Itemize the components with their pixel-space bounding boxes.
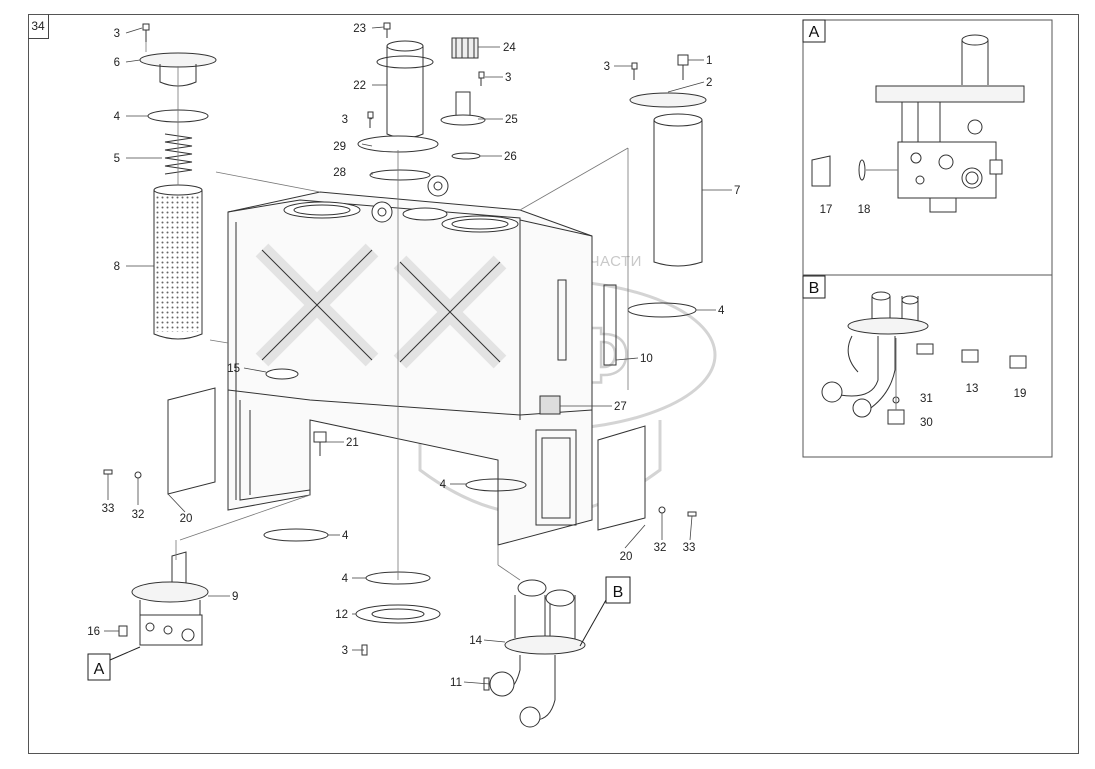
- label-27: 27: [614, 401, 627, 413]
- label-26: 26: [504, 151, 517, 163]
- suction-pipe-assembly: [483, 579, 586, 728]
- breather-cylinder: [627, 54, 707, 318]
- valve-block-assembly: [118, 551, 209, 646]
- label-4-bottom: 4: [342, 573, 349, 585]
- view-a-inset: A: [802, 19, 1053, 276]
- label-24: 24: [503, 42, 516, 54]
- label-15: 15: [227, 363, 240, 375]
- label-11: 11: [450, 677, 462, 689]
- filter-assembly: [139, 23, 217, 340]
- filler-neck-assembly: [357, 22, 486, 181]
- label-4-bottom-left: 4: [342, 530, 349, 542]
- view-a-tag: A: [809, 24, 820, 41]
- label-1: 1: [706, 55, 712, 67]
- leader-lines: [104, 26, 732, 685]
- label-20-left: 20: [180, 513, 193, 525]
- page-number: 34: [28, 14, 49, 39]
- callout-a: A: [94, 661, 105, 678]
- label-33-left: 33: [102, 503, 115, 515]
- label-12: 12: [335, 609, 348, 621]
- label-22: 22: [353, 80, 366, 92]
- label-3-top-left: 3: [114, 28, 120, 40]
- part-labels: 3 6 4 5 8 23 22 3 29 28 24 3 25 26 3 1 2…: [87, 23, 1026, 689]
- view-b-inset: B: [802, 274, 1053, 458]
- label-6: 6: [114, 57, 120, 69]
- label-2: 2: [706, 77, 712, 89]
- label-14: 14: [469, 635, 482, 647]
- label-8: 8: [114, 261, 120, 273]
- label-29: 29: [333, 141, 346, 153]
- label-23: 23: [353, 23, 366, 35]
- label-3-center: 3: [342, 114, 348, 126]
- guide-lines: [145, 42, 629, 581]
- label-4-right: 4: [718, 305, 725, 317]
- label-20-right: 20: [620, 551, 633, 563]
- side-panels: [103, 387, 697, 531]
- label-3-right: 3: [604, 61, 610, 73]
- label-3-upper-right: 3: [505, 72, 511, 84]
- label-25: 25: [505, 114, 518, 126]
- label-32-right: 32: [654, 542, 667, 554]
- view-b-tag: B: [809, 280, 820, 297]
- label-30: 30: [920, 417, 933, 429]
- label-28: 28: [333, 167, 346, 179]
- label-18: 18: [858, 204, 871, 216]
- callout-boxes: A B: [87, 576, 631, 681]
- label-10: 10: [640, 353, 653, 365]
- label-5: 5: [114, 153, 120, 165]
- label-9: 9: [232, 591, 238, 603]
- drawing-frame: [28, 14, 1079, 754]
- label-32-left: 32: [132, 509, 145, 521]
- label-4-mid: 4: [440, 479, 447, 491]
- label-7: 7: [734, 185, 740, 197]
- label-21: 21: [346, 437, 359, 449]
- hydraulic-tank: [227, 175, 617, 546]
- label-33-right: 33: [683, 542, 696, 554]
- label-19: 19: [1014, 388, 1027, 400]
- label-13: 13: [966, 383, 979, 395]
- label-31: 31: [920, 393, 933, 405]
- label-3-bottom: 3: [342, 645, 348, 657]
- label-16: 16: [87, 626, 100, 638]
- label-17: 17: [820, 204, 833, 216]
- label-4-left: 4: [114, 111, 121, 123]
- callout-b: B: [613, 584, 624, 601]
